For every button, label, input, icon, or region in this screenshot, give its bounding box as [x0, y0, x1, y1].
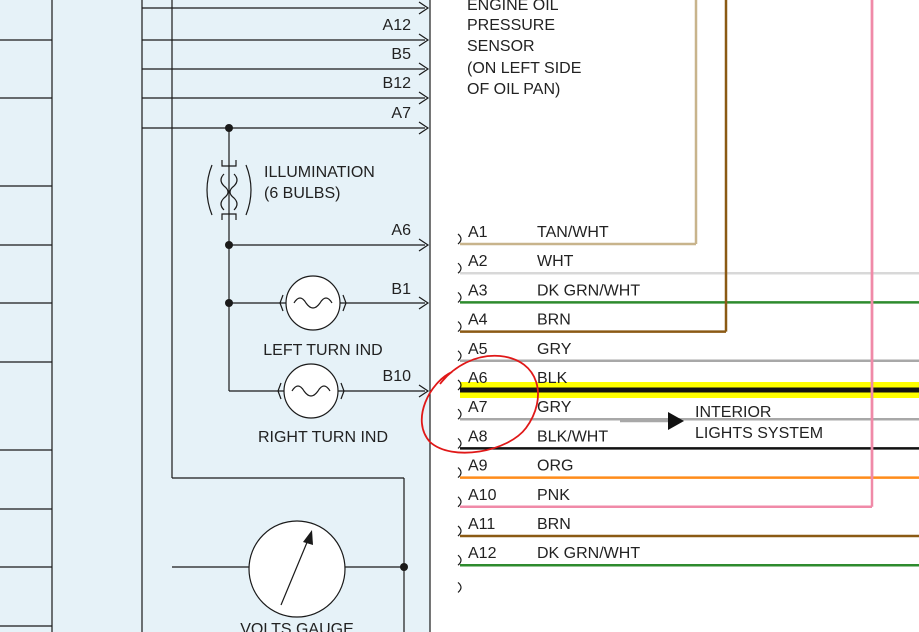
connector-pin-label: A10 [468, 487, 497, 504]
pin-label: B1 [391, 281, 411, 298]
connector-bracket [457, 350, 462, 362]
junction-dot [400, 563, 408, 571]
connector-pin-label: A6 [468, 370, 488, 387]
oil-sensor-label: OF OIL PAN) [467, 81, 560, 98]
connector-bracket [457, 379, 462, 391]
connector-pin-label: A8 [468, 428, 488, 445]
connector-pin-label: A3 [468, 282, 488, 299]
connector-bracket [457, 581, 462, 593]
interior-arrow-head [668, 412, 684, 430]
connector-wire-color-label: GRY [537, 399, 572, 416]
connector-bracket [457, 496, 462, 508]
connector-wires [460, 0, 919, 567]
arrow [418, 238, 430, 252]
connector-bracket [457, 408, 462, 420]
illumination-bulb-icon [206, 160, 252, 220]
interior-lights-label: INTERIOR [695, 404, 771, 421]
connector-wire-color-label: GRY [537, 341, 572, 358]
connector-pin-label: A9 [468, 458, 488, 475]
illumination-label: ILLUMINATION [264, 164, 375, 181]
connector-wire-color-label: BLK [537, 370, 568, 387]
right-turn-bulb-icon [277, 363, 345, 419]
connector-wire-color-label: DK GRN/WHT [537, 545, 640, 562]
connector-wire-color-label: BRN [537, 312, 571, 329]
pin-label: A6 [391, 222, 411, 239]
connector-bracket [457, 233, 462, 245]
connector-pin-label: A11 [468, 516, 495, 533]
connector-bracket [457, 525, 462, 537]
oil-sensor-label: (ON LEFT SIDE [467, 60, 581, 77]
interior-lights-label: LIGHTS SYSTEM [695, 425, 823, 442]
connector-bracket [457, 321, 462, 333]
connector-bracket [457, 554, 462, 566]
junction-dot [225, 124, 233, 132]
connector-pin-label: A4 [468, 312, 488, 329]
connector-pin-label: A7 [468, 399, 488, 416]
connector-wire-color-label: BRN [537, 516, 571, 533]
pin-label: B12 [383, 75, 412, 92]
connector-pin-label: A12 [468, 545, 497, 562]
connector-bracket [457, 291, 462, 303]
pin-label: B10 [383, 368, 412, 385]
illumination-label: (6 BULBS) [264, 185, 340, 202]
arrow [418, 296, 430, 310]
volts-gauge-icon [248, 520, 346, 618]
connector-wire-color-label: WHT [537, 253, 574, 270]
connector-wire-color-label: DK GRN/WHT [537, 282, 640, 299]
connector-wire-color-label: BLK/WHT [537, 428, 608, 445]
connector-wire-color-label: TAN/WHT [537, 224, 609, 241]
left-turn-label: LEFT TURN IND [263, 342, 382, 359]
cluster-panel [0, 0, 430, 632]
volts-gauge-label: VOLTS GAUGE [240, 621, 354, 632]
connector-bracket [457, 262, 462, 274]
connector-wire-color-label: PNK [537, 487, 570, 504]
connector-pin-label: A2 [468, 253, 488, 270]
annotation-circle [420, 354, 539, 454]
gauge-needle-head [303, 530, 313, 545]
gauge-needle [280, 539, 309, 606]
connector-pin-label: A5 [468, 341, 488, 358]
connector-bracket [457, 437, 462, 449]
oil-sensor-label: ENGINE OIL [467, 0, 559, 14]
top-wires [142, 1, 430, 135]
arrow [418, 384, 430, 398]
right-turn-label: RIGHT TURN IND [258, 429, 388, 446]
pin-label: A12 [383, 17, 412, 34]
left-stubs [0, 39, 52, 627]
left-turn-bulb-icon [279, 275, 347, 331]
oil-sensor-label: PRESSURE [467, 17, 555, 34]
pin-label: A7 [391, 105, 411, 122]
connector-wire-color-label: ORG [537, 458, 573, 475]
connector-pin-label: A1 [468, 224, 488, 241]
connector-bracket [457, 467, 462, 479]
oil-sensor-label: SENSOR [467, 38, 535, 55]
pin-label: B5 [391, 46, 411, 63]
